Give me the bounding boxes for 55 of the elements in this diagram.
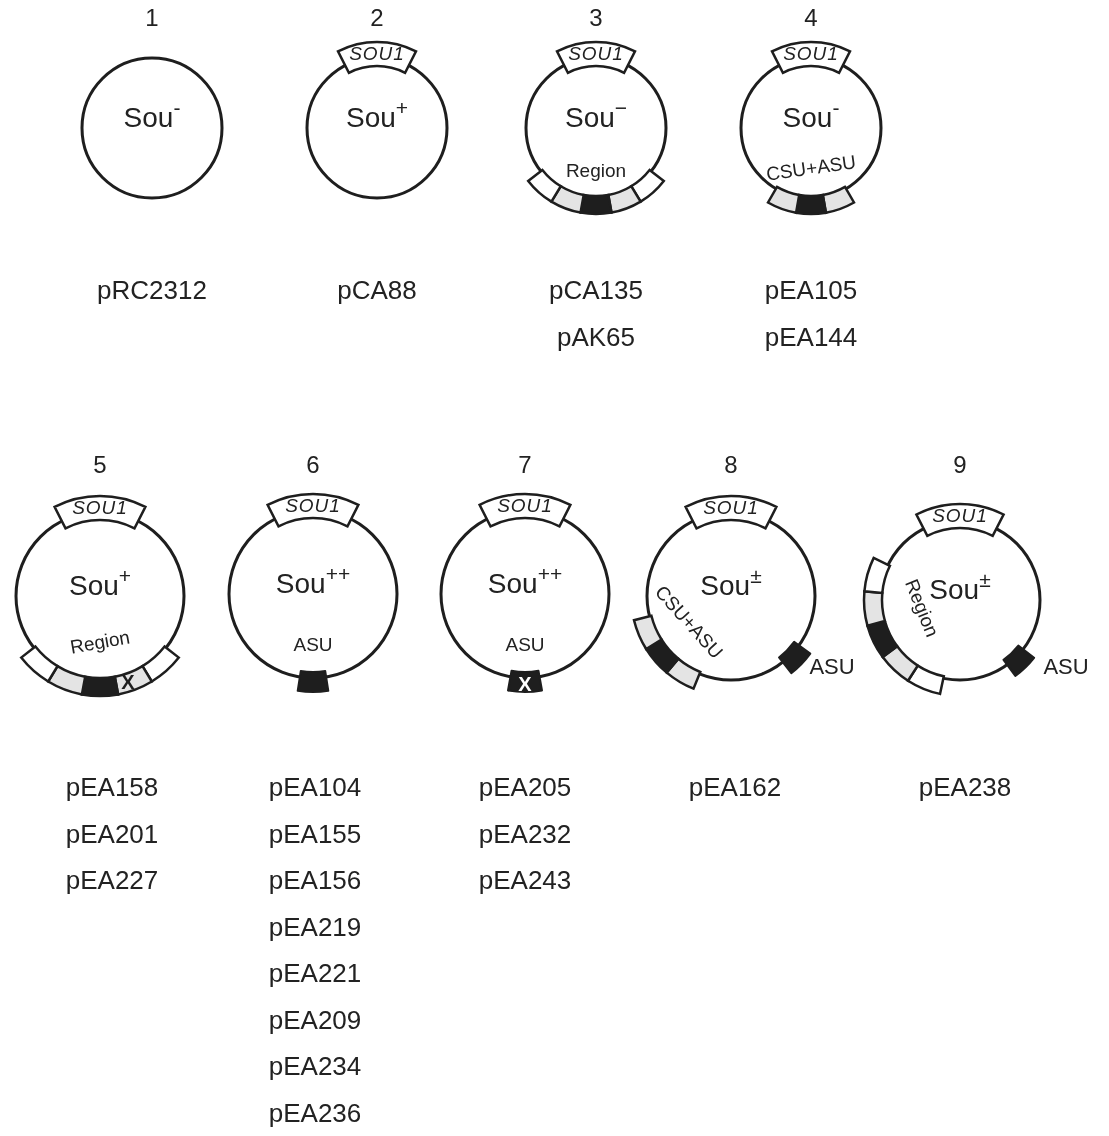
gene-label: SOU1 xyxy=(568,43,624,63)
plasmid-name: pEA156 xyxy=(268,867,362,893)
phenotype-label: Sou$^{−}$ xyxy=(564,104,628,132)
gene-label: SOU1 xyxy=(703,497,759,517)
region-label: Region xyxy=(565,160,627,180)
plasmid-number: 9 xyxy=(953,453,967,477)
mutation-mark: X xyxy=(121,671,135,692)
gene-label: SOU1 xyxy=(497,495,553,515)
region-label: ASU xyxy=(809,656,855,678)
plasmid-name: pEA227 xyxy=(65,867,159,893)
phenotype-label: Sou$^{-}$ xyxy=(123,104,181,132)
plasmid-number: 5 xyxy=(93,453,107,477)
plasmid-number: 2 xyxy=(370,6,384,30)
plasmid-name: pEA155 xyxy=(268,820,362,847)
phenotype-label: Sou$^{++}$ xyxy=(487,570,563,598)
plasmid-name: pRC2312 xyxy=(97,277,207,303)
plasmid-name: pEA236 xyxy=(268,1099,362,1126)
plasmid-name: pEA104 xyxy=(268,774,362,800)
plasmid-name: pEA219 xyxy=(268,913,362,940)
plasmid-number: 1 xyxy=(145,6,159,30)
phenotype-label: Sou$^{+}$ xyxy=(345,104,409,132)
gene-label: SOU1 xyxy=(285,495,341,515)
gene-label: SOU1 xyxy=(932,505,988,525)
mutation-mark: X xyxy=(518,674,532,694)
plasmid-number: 6 xyxy=(306,453,320,477)
region-label: ASU xyxy=(505,634,545,654)
plasmid-name: pCA135 xyxy=(549,277,643,303)
gene-label: SOU1 xyxy=(72,497,128,517)
plasmid-number: 7 xyxy=(518,453,532,477)
plasmid-name: pEA201 xyxy=(65,820,159,847)
plasmid-name: pEA144 xyxy=(764,323,858,350)
plasmid-name: pEA232 xyxy=(478,820,572,847)
plasmid-name: pEA238 xyxy=(918,774,1012,800)
plasmid-name: pEA162 xyxy=(688,774,782,800)
region-label: CSU+ASU xyxy=(765,152,857,184)
gene-label: SOU1 xyxy=(783,43,839,63)
plasmid-name: pEA205 xyxy=(478,774,572,800)
region-label: ASU xyxy=(1043,656,1089,678)
phenotype-label: Sou$^{++}$ xyxy=(275,570,351,598)
phenotype-label: Sou$^{-}$ xyxy=(782,104,840,132)
plasmid-number: 4 xyxy=(804,6,818,30)
plasmid-number: 8 xyxy=(724,453,738,477)
plasmid-name: pEA221 xyxy=(268,960,362,986)
plasmid-name: pEA105 xyxy=(764,277,858,303)
plasmid-name: pEA158 xyxy=(65,774,159,800)
plasmid-number: 3 xyxy=(589,6,603,30)
plasmid-name: pEA234 xyxy=(268,1053,362,1079)
plasmid-name: pEA243 xyxy=(478,867,572,893)
plasmid-name: pCA88 xyxy=(337,277,417,303)
gene-label: SOU1 xyxy=(349,43,405,63)
plasmid-name: pEA209 xyxy=(268,1006,362,1033)
plasmid-name: pAK65 xyxy=(556,323,636,350)
region-label: ASU xyxy=(293,634,333,654)
region-label: Region xyxy=(68,627,132,657)
phenotype-label: Sou$^{+}$ xyxy=(68,572,132,600)
